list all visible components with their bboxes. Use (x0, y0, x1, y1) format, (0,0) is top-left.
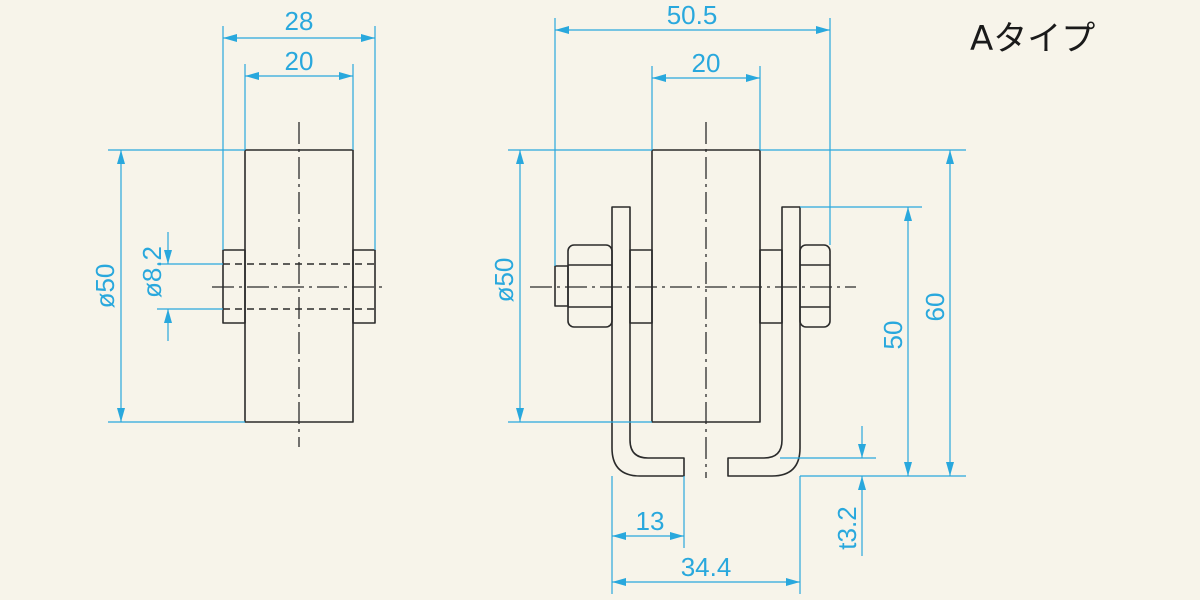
dim-label-50-5: 50.5 (667, 0, 718, 30)
dimension-width-wheel: 20 (244, 46, 354, 150)
bolt-head (554, 244, 613, 328)
dimension-diameter-wheel: ø50 (90, 149, 245, 423)
dim-label-28: 28 (285, 6, 314, 36)
dim-label-dia8-2: ø8.2 (137, 246, 167, 298)
dim-label-20: 20 (692, 48, 721, 78)
dimension-width-overall: 28 (222, 6, 376, 250)
nut (799, 244, 831, 328)
drawing-title: Aタイプ (970, 19, 1095, 59)
dimension-height-50: 50 (800, 206, 922, 476)
center-lines (530, 122, 856, 478)
center-lines (212, 122, 385, 447)
dim-label-50: 50 (878, 321, 908, 350)
dim-label-13: 13 (636, 506, 665, 536)
dimension-diameter-hole: ø8.2 (137, 232, 223, 341)
dimension-height-60: 60 (760, 149, 966, 477)
dim-label-t3-2: t3.2 (832, 506, 862, 549)
dimension-thickness: t3.2 (780, 426, 876, 556)
side-view: 28 20 ø50 ø8.2 (90, 6, 385, 447)
bracket-right (727, 206, 801, 477)
dim-label-20: 20 (285, 46, 314, 76)
bracket-left (611, 206, 685, 477)
front-view: 50.5 20 ø50 60 50 t3.2 (489, 0, 966, 594)
dimension-width-overall: 50.5 (554, 0, 831, 266)
dimension-width-wheel: 20 (651, 48, 761, 150)
dimension-bracket-width: 34.4 (612, 476, 801, 594)
dim-label-dia50: ø50 (489, 258, 519, 303)
dim-label-dia50: ø50 (90, 264, 120, 309)
dim-label-34-4: 34.4 (681, 552, 732, 582)
dimension-bracket-gap: 13 (611, 476, 685, 594)
dimension-diameter-wheel: ø50 (489, 149, 652, 423)
dim-label-60: 60 (920, 293, 950, 322)
